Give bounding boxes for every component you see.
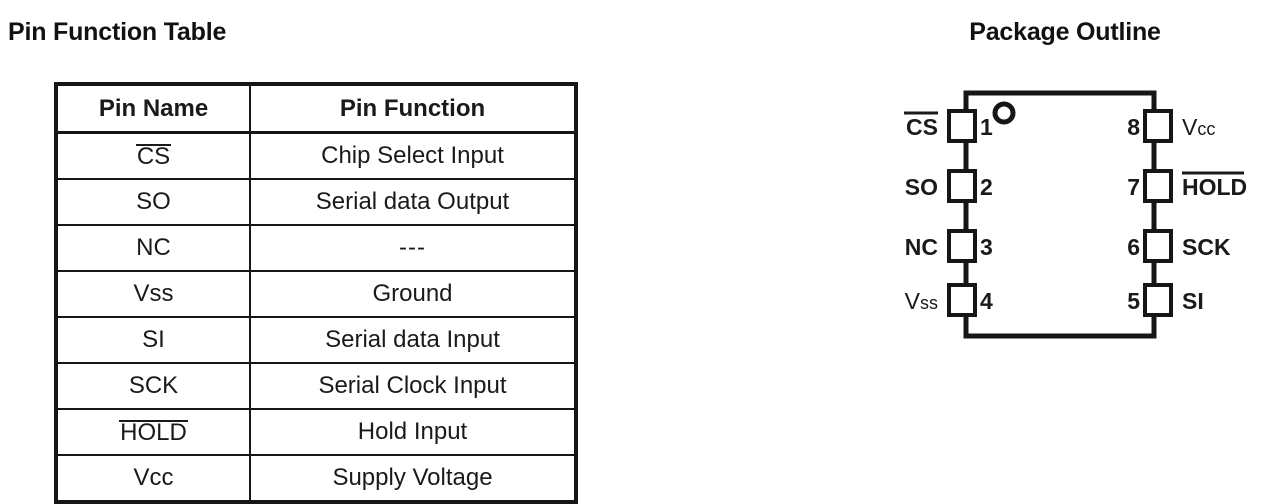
cell-pin-name: HOLD xyxy=(55,408,251,456)
pin-number: 8 xyxy=(1127,114,1140,140)
package-outline-drawing: 1 CS 2 SO 3 NC 4 Vss 8 Vcc 7 HOLD 6 SCK 5 SI xyxy=(904,90,1247,339)
cell-pin-function: --- xyxy=(249,224,577,272)
table-header-row: Pin Name Pin Function xyxy=(55,83,577,134)
pin-name-text: SI xyxy=(142,326,165,353)
pin-lead xyxy=(1143,229,1173,263)
package-pins-group: 1 CS 2 SO 3 NC 4 Vss 8 Vcc 7 HOLD 6 SCK 5 SI xyxy=(904,109,1247,317)
pin-label-vss: Vss xyxy=(905,288,938,314)
cell-pin-function: Serial data Input xyxy=(249,316,577,364)
column-header-pin-name: Pin Name xyxy=(55,83,251,134)
table-row: Vss Ground xyxy=(55,270,577,318)
package-outline-title: Package Outline xyxy=(969,18,1161,46)
pin-name-text: Vss xyxy=(133,280,174,307)
pin-number: 1 xyxy=(980,114,993,140)
cell-pin-name: NC xyxy=(55,224,251,272)
cell-pin-function: Serial Clock Input xyxy=(249,362,577,410)
pin-number: 3 xyxy=(980,234,993,260)
pin-name-text: Vcc xyxy=(133,464,174,491)
pin-number: 7 xyxy=(1127,174,1140,200)
table-row: SO Serial data Output xyxy=(55,178,577,226)
cell-pin-name: SCK xyxy=(55,362,251,410)
pin-name-overlined: CS xyxy=(135,142,172,170)
cell-pin-function: Serial data Output xyxy=(249,178,577,226)
cell-pin-name: Vss xyxy=(55,270,251,318)
cell-pin-name: SO xyxy=(55,178,251,226)
cell-pin-name: Vcc xyxy=(55,454,251,503)
cell-pin-function: Supply Voltage xyxy=(249,454,577,503)
pin-table-grid: Pin Name Pin Function CS Chip Select Inpu… xyxy=(54,82,578,504)
pin-lead xyxy=(947,283,977,317)
pin-label-nc: NC xyxy=(905,234,938,260)
pin-label-sck: SCK xyxy=(1182,234,1231,260)
pin-label-cs: CS xyxy=(906,114,938,140)
table-row: Vcc Supply Voltage xyxy=(55,454,577,503)
table-row: CS Chip Select Input xyxy=(55,131,577,180)
cell-pin-name: CS xyxy=(55,131,251,180)
table-row: HOLD Hold Input xyxy=(55,408,577,456)
pin-name-text: NC xyxy=(136,234,171,261)
pin-number: 4 xyxy=(980,288,993,314)
cell-pin-function: Hold Input xyxy=(249,408,577,456)
pin-number: 2 xyxy=(980,174,993,200)
package-outline-diagram: 1 CS 2 SO 3 NC 4 Vss 8 Vcc 7 HOLD 6 SCK 5 SI xyxy=(860,60,1274,380)
cell-pin-name: SI xyxy=(55,316,251,364)
table-row: NC --- xyxy=(55,224,577,272)
pin-label-vcc: Vcc xyxy=(1182,114,1215,140)
pin-one-dot-icon xyxy=(992,101,1016,125)
table-row: SCK Serial Clock Input xyxy=(55,362,577,410)
package-body-outline xyxy=(963,90,1157,339)
pin-function-table: Pin Name Pin Function CS Chip Select Inpu… xyxy=(54,82,578,504)
pin-lead xyxy=(947,109,977,143)
pin-lead xyxy=(947,229,977,263)
pin-name-text: SCK xyxy=(128,372,179,399)
pin-lead xyxy=(1143,283,1173,317)
column-header-pin-function: Pin Function xyxy=(249,83,577,134)
cell-pin-function: Chip Select Input xyxy=(249,131,577,180)
table-row: SI Serial data Input xyxy=(55,316,577,364)
pin-number: 6 xyxy=(1127,234,1140,260)
cell-pin-function: Ground xyxy=(249,270,577,318)
pin-function-table-title: Pin Function Table xyxy=(8,18,227,46)
pin-name-text: SO xyxy=(136,188,171,215)
pin-number: 5 xyxy=(1127,288,1140,314)
pin-lead xyxy=(1143,109,1173,143)
pin-label-si: SI xyxy=(1182,288,1204,314)
pin-label-so: SO xyxy=(905,174,938,200)
pin-name-overlined: HOLD xyxy=(119,418,188,446)
pin-label-hold: HOLD xyxy=(1182,174,1247,200)
pin-lead xyxy=(947,169,977,203)
pin-lead xyxy=(1143,169,1173,203)
